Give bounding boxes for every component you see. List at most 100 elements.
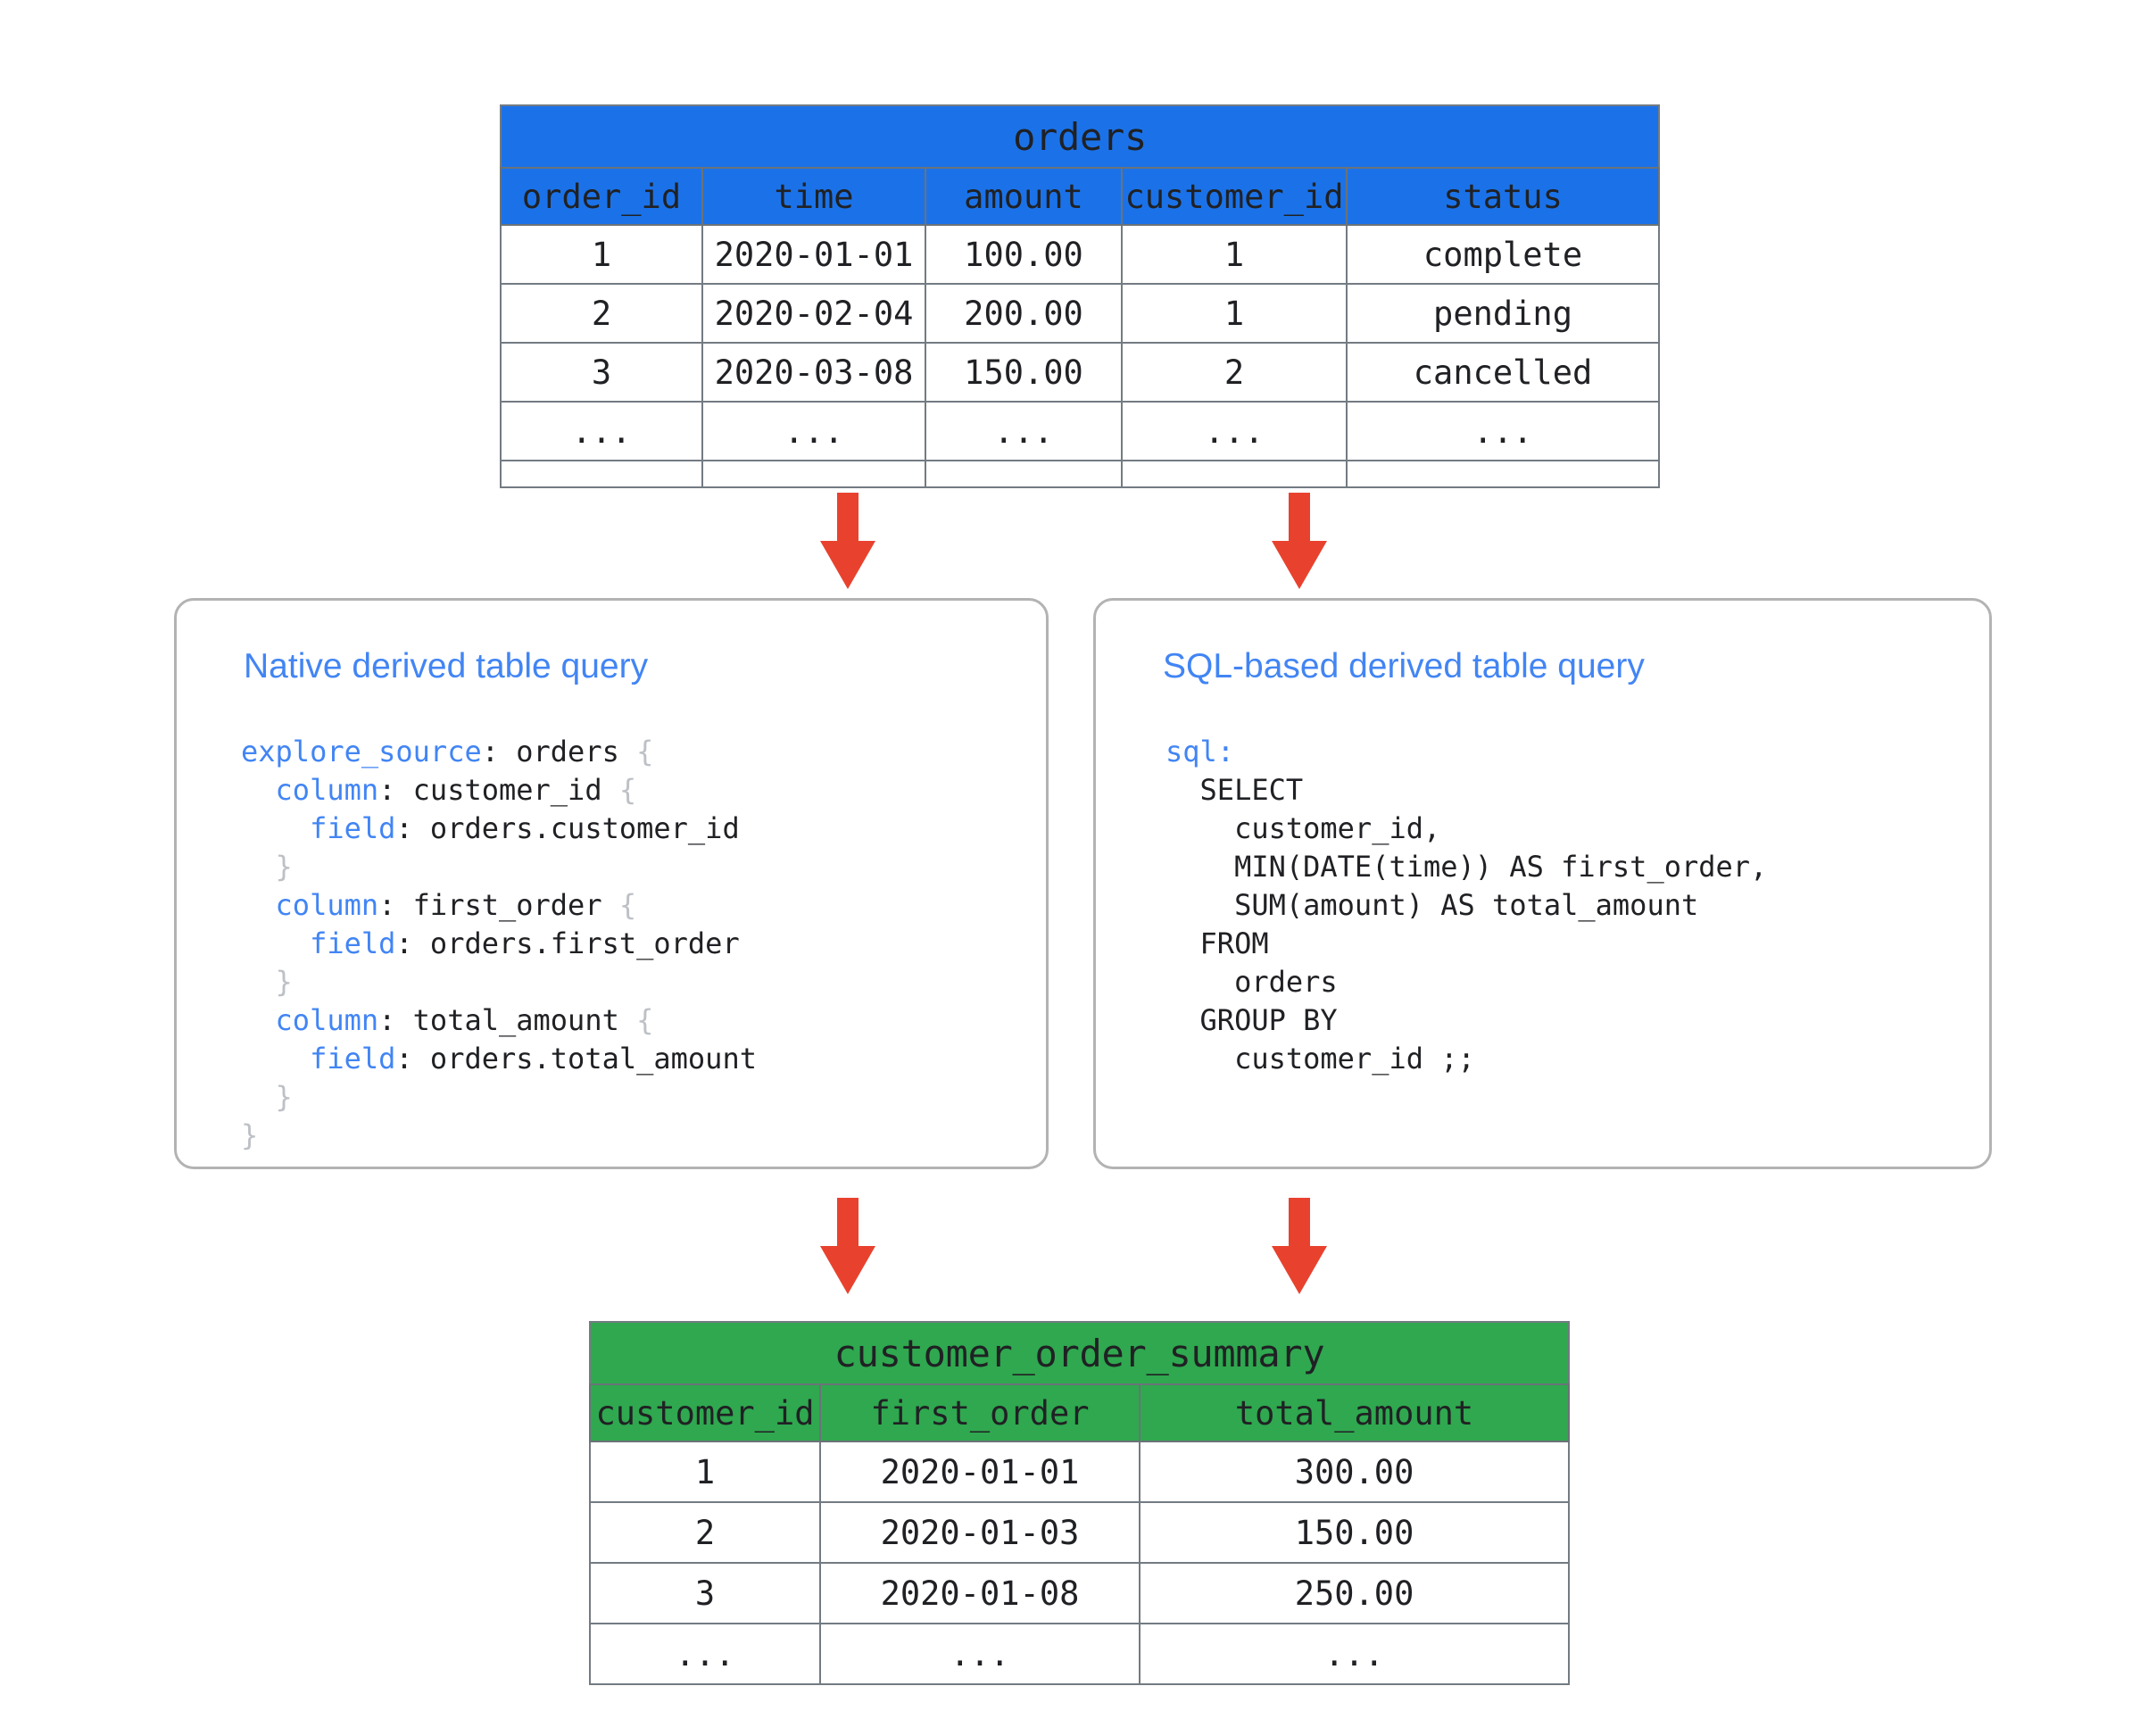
cell: 3 [589, 1562, 821, 1624]
cell: ... [1121, 401, 1348, 461]
orders-source-table: orders order_id time amount customer_id … [499, 104, 1661, 488]
code-token: field [310, 926, 396, 960]
code-token: : customer_id [378, 773, 619, 807]
summary-title-row: customer_order_summary [588, 1321, 1571, 1385]
cell: ... [819, 1623, 1141, 1685]
code-token: : orders.total_amount [395, 1042, 757, 1076]
cell: 2 [1121, 342, 1348, 403]
table-row: 2 2020-01-03 150.00 [589, 1501, 1571, 1564]
code-token: column [275, 888, 379, 922]
arrow-head [820, 1246, 875, 1294]
cell: ... [500, 401, 703, 461]
cell: ... [589, 1623, 821, 1685]
column-header-customer-id: customer_id [1121, 167, 1348, 226]
column-header-order-id: order_id [500, 167, 703, 226]
code-token: FROM [1199, 926, 1269, 960]
cell [1121, 460, 1348, 488]
code-token: : orders.customer_id [395, 811, 740, 845]
code-token: SELECT [1199, 773, 1304, 807]
cell: 2020-01-08 [819, 1562, 1141, 1624]
cell: complete [1345, 224, 1661, 285]
cell: 150.00 [1138, 1501, 1571, 1564]
orders-header-row: order_id time amount customer_id status [500, 167, 1661, 226]
sql-card-code: sql: SELECT customer_id, MIN(DATE(time))… [1165, 733, 1767, 1078]
orders-table-body: orders order_id time amount customer_id … [499, 104, 1661, 488]
arrow-head [1272, 1246, 1327, 1294]
code-token: field [310, 1042, 396, 1076]
code-token: field [310, 811, 396, 845]
cell: 100.00 [925, 224, 1123, 285]
cell: 2020-01-01 [701, 224, 926, 285]
arrow-shaft [1289, 493, 1310, 543]
code-token: } [275, 965, 293, 999]
cell: 1 [1121, 283, 1348, 344]
cell [925, 460, 1123, 488]
code-token: : first_order [378, 888, 619, 922]
column-header-status: status [1345, 167, 1661, 226]
cell: 2020-01-01 [819, 1441, 1141, 1503]
table-row-ellipsis: ... ... ... [589, 1623, 1571, 1685]
cell: ... [1138, 1623, 1571, 1685]
column-header-first-order: first_order [819, 1383, 1141, 1442]
cell: 250.00 [1138, 1562, 1571, 1624]
customer-order-summary-table: customer_order_summary customer_id first… [588, 1321, 1571, 1685]
native-card-code: explore_source: orders { column: custome… [241, 733, 757, 1155]
column-header-time: time [701, 167, 926, 226]
code-token: { [618, 773, 637, 807]
code-token: { [636, 1003, 654, 1037]
arrow-shaft [837, 493, 858, 543]
cell: cancelled [1345, 342, 1661, 403]
summary-header-row: customer_id first_order total_amount [589, 1383, 1571, 1442]
native-derived-table-card: Native derived table query explore_sourc… [174, 598, 1049, 1169]
cell: 2020-02-04 [701, 283, 926, 344]
table-row: 1 2020-01-01 100.00 1 complete [500, 224, 1661, 285]
cell [701, 460, 926, 488]
arrow-head [1272, 541, 1327, 589]
column-header-total-amount: total_amount [1138, 1383, 1571, 1442]
code-token: customer_id, [1234, 811, 1441, 845]
code-token: { [618, 888, 637, 922]
cell: 200.00 [925, 283, 1123, 344]
summary-table-body: customer_order_summary customer_id first… [588, 1321, 1571, 1685]
sql-derived-table-card: SQL-based derived table query sql: SELEC… [1093, 598, 1992, 1169]
cell: pending [1345, 283, 1661, 344]
code-token: } [275, 850, 293, 884]
code-token: sql: [1165, 735, 1235, 768]
column-header-customer-id: customer_id [589, 1383, 821, 1442]
code-token: column [275, 773, 379, 807]
cell: 300.00 [1138, 1441, 1571, 1503]
native-card-title: Native derived table query [244, 647, 649, 685]
code-token: explore_source [241, 735, 482, 768]
code-token: } [241, 1118, 259, 1152]
code-token: SUM(amount) AS total_amount [1234, 888, 1699, 922]
arrow-shaft [837, 1198, 858, 1248]
arrow-shaft [1289, 1198, 1310, 1248]
cell: 2020-01-03 [819, 1501, 1141, 1564]
table-row: 2 2020-02-04 200.00 1 pending [500, 283, 1661, 344]
cell: 3 [500, 342, 703, 403]
table-row: 3 2020-01-08 250.00 [589, 1562, 1571, 1624]
column-header-amount: amount [925, 167, 1123, 226]
cell: ... [701, 401, 926, 461]
cell: 150.00 [925, 342, 1123, 403]
code-token: MIN(DATE(time)) AS first_order, [1234, 850, 1768, 884]
cell [500, 460, 703, 488]
cell: 1 [589, 1441, 821, 1503]
table-row: 3 2020-03-08 150.00 2 cancelled [500, 342, 1661, 403]
orders-title-row: orders [499, 104, 1661, 169]
summary-table-title: customer_order_summary [588, 1321, 1571, 1385]
cell: 1 [500, 224, 703, 285]
code-token: orders [1234, 965, 1338, 999]
code-token: } [275, 1080, 293, 1114]
code-token: { [636, 735, 654, 768]
code-token: GROUP BY [1199, 1003, 1338, 1037]
cell: 2020-03-08 [701, 342, 926, 403]
cell: ... [1345, 401, 1661, 461]
cell: ... [925, 401, 1123, 461]
table-row: 1 2020-01-01 300.00 [589, 1441, 1571, 1503]
table-row-ellipsis: ... ... ... ... ... [500, 401, 1661, 461]
code-token: customer_id ;; [1234, 1042, 1475, 1076]
sql-card-title: SQL-based derived table query [1163, 647, 1645, 685]
arrow-head [820, 541, 875, 589]
cell [1345, 460, 1661, 488]
